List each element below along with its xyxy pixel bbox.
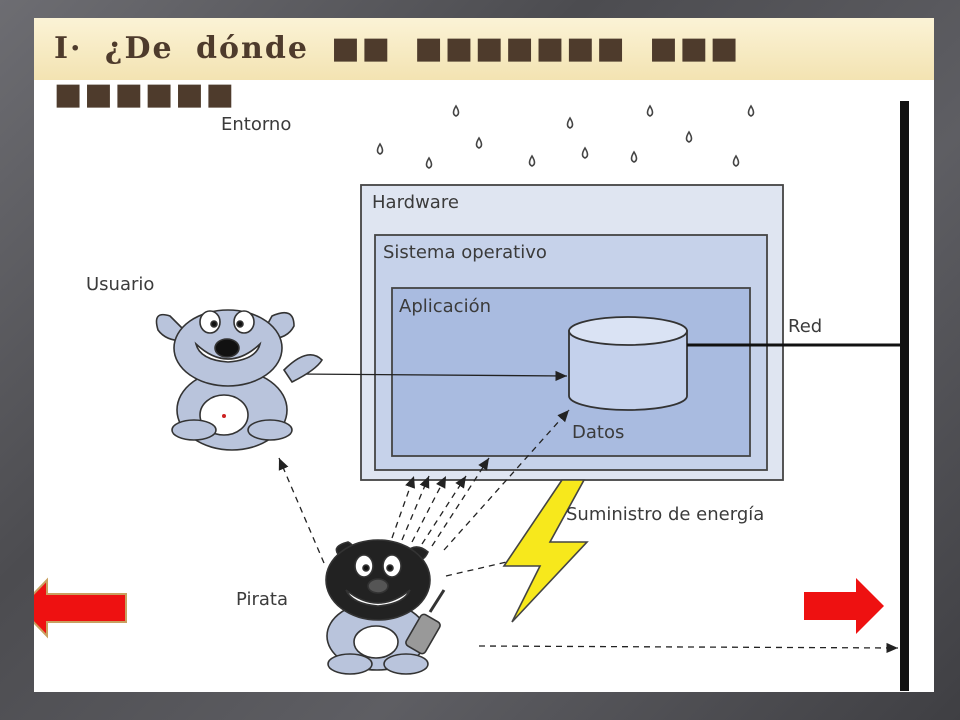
slide: Entorno Hardware Sistema operativo Aplic… bbox=[34, 18, 934, 692]
network-bus bbox=[900, 101, 909, 691]
lightning-icon bbox=[502, 479, 589, 623]
right-arrow-icon bbox=[804, 578, 884, 634]
next-slide-button[interactable] bbox=[804, 578, 884, 634]
label-environment: Entorno bbox=[221, 114, 291, 135]
left-arrow-icon bbox=[34, 577, 127, 639]
rain-drops-icon bbox=[376, 104, 755, 169]
database-icon bbox=[568, 316, 688, 411]
label-os: Sistema operativo bbox=[383, 242, 547, 263]
prev-slide-button[interactable] bbox=[34, 577, 127, 639]
security-diagram: Entorno Hardware Sistema operativo Aplic… bbox=[34, 101, 909, 691]
title-bar bbox=[34, 18, 934, 80]
label-power: Suministro de energía bbox=[566, 504, 764, 525]
slide-title: I· ¿De dónde ■■ ■■■■■■■ ■■■ ■■■■■■ bbox=[54, 31, 741, 112]
label-data: Datos bbox=[572, 422, 624, 443]
user-dog-icon bbox=[155, 309, 324, 451]
pirate-dog-icon bbox=[325, 539, 446, 675]
label-network: Red bbox=[788, 316, 822, 337]
label-pirate: Pirata bbox=[236, 589, 288, 610]
label-hardware: Hardware bbox=[372, 192, 459, 213]
label-user: Usuario bbox=[86, 274, 154, 295]
label-application: Aplicación bbox=[399, 296, 491, 317]
